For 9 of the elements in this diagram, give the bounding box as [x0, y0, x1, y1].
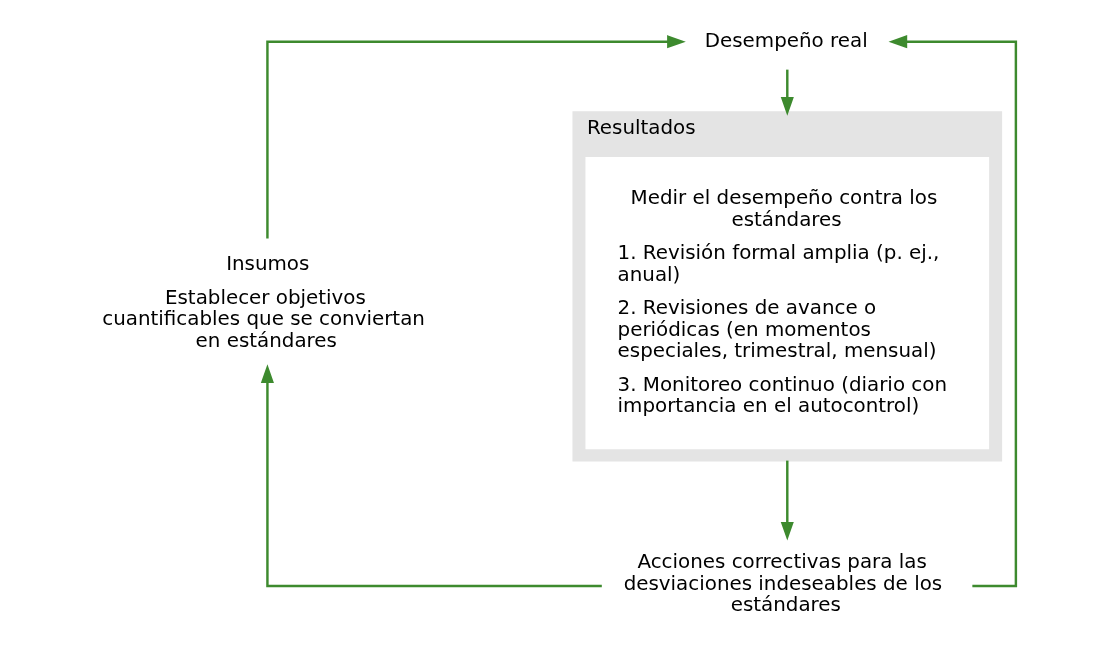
node-text: Desempeño real	[704, 28, 868, 52]
arrow	[888, 35, 1018, 588]
node-box: Medir el desempeño contra los estándares 1. Revisión formal amplia (p. ej., anual) 2. Revisiones de avance o periódicas (en momentos especiales, trimestral, mensual) 3. Monitoreo continuo (diario con importancia en el autocontrol)	[585, 157, 990, 450]
arrow	[780, 460, 794, 541]
arrow	[260, 364, 602, 588]
node-text: Insumos Establecer objetivos cuantificables que se conviertan en estándares	[102, 252, 425, 352]
arrow	[266, 35, 686, 239]
arrow	[780, 69, 794, 116]
node-text: Acciones correctivas para las desviaciones indeseables de los estándares	[623, 550, 943, 617]
